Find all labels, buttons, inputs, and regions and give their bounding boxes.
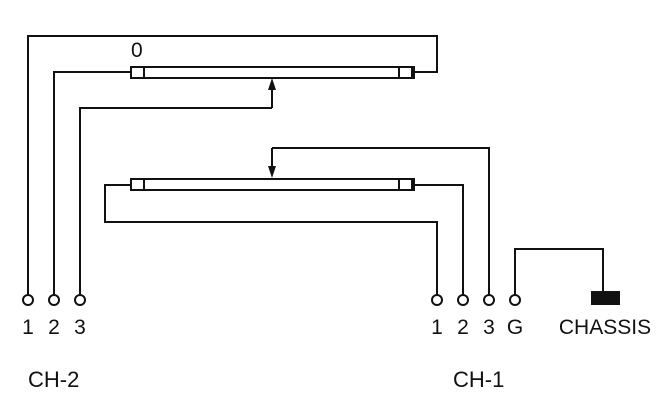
ch1-terminal-2 <box>457 294 469 306</box>
ch1-terminal-label-3: 3 <box>483 316 495 339</box>
ch2-group-label: CH-2 <box>28 367 79 392</box>
ch2-terminal-label-1: 1 <box>22 316 34 339</box>
ch1-group-label: CH-1 <box>453 367 504 392</box>
ch2-terminal-label-2: 2 <box>48 316 60 339</box>
ch1-terminal-3 <box>483 294 495 306</box>
chassis-label: CHASSIS <box>559 316 651 339</box>
ch2-wire-3 <box>79 107 272 295</box>
ch1-wire-1 <box>104 184 438 295</box>
upper-wiper-arrow <box>268 78 276 108</box>
upper-potentiometer <box>130 66 415 79</box>
ch2-terminal-2 <box>48 294 60 306</box>
ch2-terminal-label-3: 3 <box>74 316 86 339</box>
zero-mark: 0 <box>131 39 143 62</box>
ch1-terminal-label-g: G <box>507 316 523 339</box>
ch1-terminal-label-2: 2 <box>457 316 469 339</box>
ch2-wire-2 <box>53 71 131 295</box>
ch1-wire-3 <box>272 147 490 295</box>
ch1-wire-2 <box>412 184 464 295</box>
lower-potentiometer <box>130 178 415 191</box>
lower-wiper-arrow <box>268 148 276 178</box>
ch2-terminals <box>22 294 86 306</box>
ch2-terminal-3 <box>74 294 86 306</box>
chassis-ground-block <box>591 291 620 305</box>
ch2-terminal-1 <box>22 294 34 306</box>
ch1-terminals <box>431 294 521 306</box>
ch2-wire-1 <box>27 35 438 295</box>
ch1-terminal-1 <box>431 294 443 306</box>
ch1-terminal-label-1: 1 <box>431 316 443 339</box>
ch1-terminal-g <box>509 294 521 306</box>
ground-wire <box>514 248 604 295</box>
